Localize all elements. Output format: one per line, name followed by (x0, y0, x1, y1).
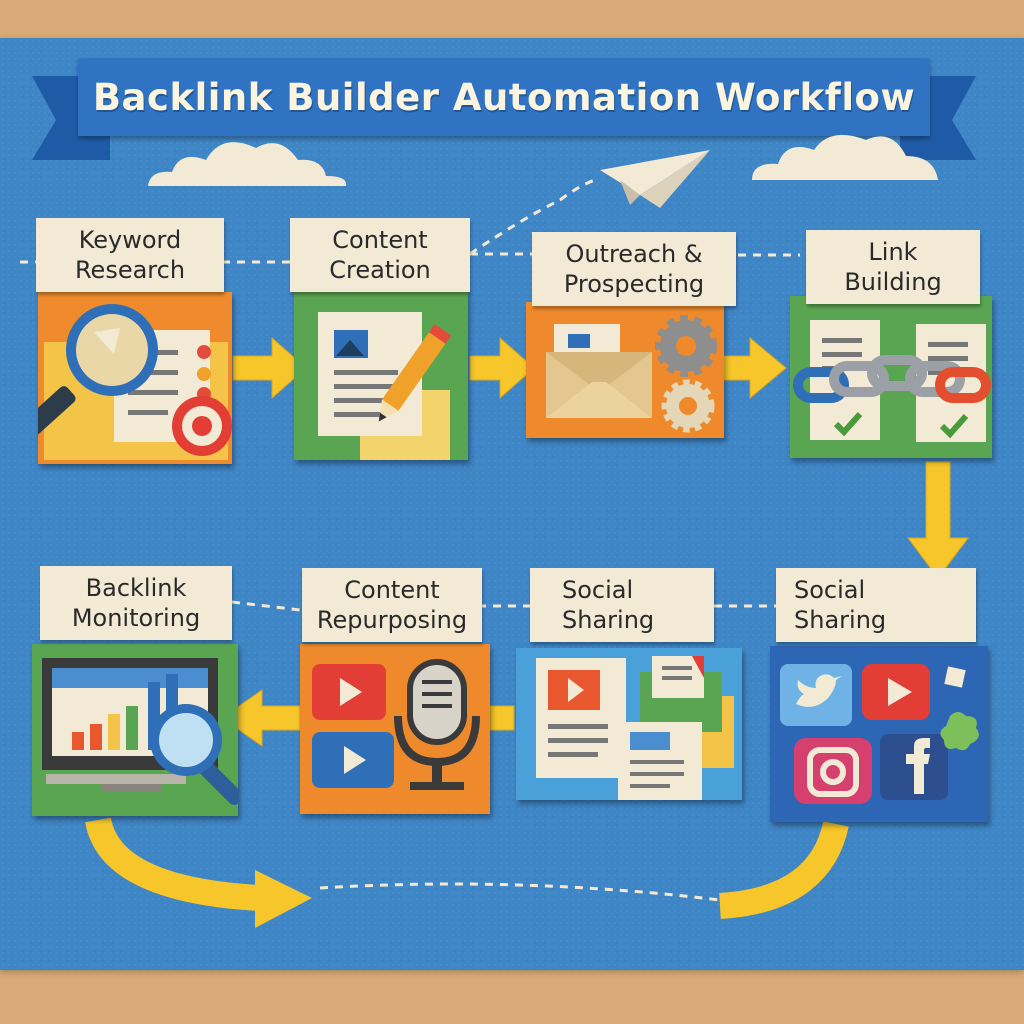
title-banner: Backlink Builder Automation Workflow (30, 58, 980, 168)
tile-keyword-research (38, 292, 232, 464)
step-title-line2: Sharing (562, 606, 655, 634)
document-icon (916, 324, 986, 442)
arrow-icon (221, 336, 969, 747)
step-title-line2: Research (74, 256, 186, 284)
label-backlink-monitoring: Backlink Monitoring (40, 566, 232, 640)
tile-backlink-monitoring (32, 644, 238, 816)
page-title: Backlink Builder Automation Workflow (92, 75, 916, 119)
gear-icon (655, 315, 717, 377)
step-title-line2: Prospecting (563, 270, 705, 298)
tile-link-building (790, 296, 992, 458)
microphone-icon (394, 659, 480, 790)
checkmark-icon (833, 412, 863, 437)
youtube-icon (862, 664, 930, 720)
checkmark-icon (939, 414, 969, 439)
document-icon (536, 658, 626, 778)
video-play-icon (568, 678, 584, 702)
label-content-creation: Content Creation (290, 218, 470, 292)
step-title-line1: Outreach & (565, 240, 703, 268)
video-play-icon (312, 664, 386, 720)
step-title-line1: Content (344, 576, 440, 604)
step-title-line1: Keyword (78, 226, 182, 254)
step-title-line1: Backlink (85, 574, 187, 602)
instagram-icon (794, 738, 872, 804)
chain-link-icon (793, 355, 991, 403)
step-title-line2: Creation (329, 256, 431, 284)
step-title-line2: Sharing (794, 606, 887, 634)
facebook-icon (880, 734, 948, 800)
twitter-icon (780, 664, 852, 726)
step-title-line1: Social (562, 576, 634, 604)
label-social-sharing-right: Social Sharing (776, 568, 976, 642)
step-title-line1: Link (868, 238, 918, 266)
step-title-line1: Content (332, 226, 428, 254)
label-outreach-prospecting: Outreach & Prospecting (532, 232, 736, 306)
step-title-line2: Monitoring (71, 604, 201, 632)
magnifier-icon (38, 304, 158, 442)
tile-social-sharing-mid (516, 648, 742, 800)
label-link-building: Link Building (806, 230, 980, 304)
tile-content-creation (294, 290, 468, 460)
cloud-icon (148, 142, 347, 186)
pencil-icon (378, 324, 452, 422)
step-title-line2: Building (844, 268, 942, 296)
label-social-sharing-mid: Social Sharing (530, 568, 714, 642)
document-icon (652, 656, 704, 698)
step-title-line2: Repurposing (316, 606, 468, 634)
target-icon (172, 396, 232, 456)
gear-icon (661, 379, 715, 433)
video-play-icon (312, 732, 394, 788)
tile-social-sharing-right (770, 646, 988, 822)
envelope-icon (546, 324, 652, 418)
paper-plane-icon (600, 150, 710, 208)
tile-content-repurposing (300, 644, 490, 814)
magnifier-icon (150, 704, 238, 805)
label-content-repurposing: Content Repurposing (302, 568, 482, 642)
document-icon (618, 722, 702, 800)
step-title-line1: Social (794, 576, 866, 604)
cloud-icon (752, 134, 938, 180)
tile-outreach-prospecting (526, 302, 724, 438)
label-keyword-research: Keyword Research (36, 218, 224, 292)
